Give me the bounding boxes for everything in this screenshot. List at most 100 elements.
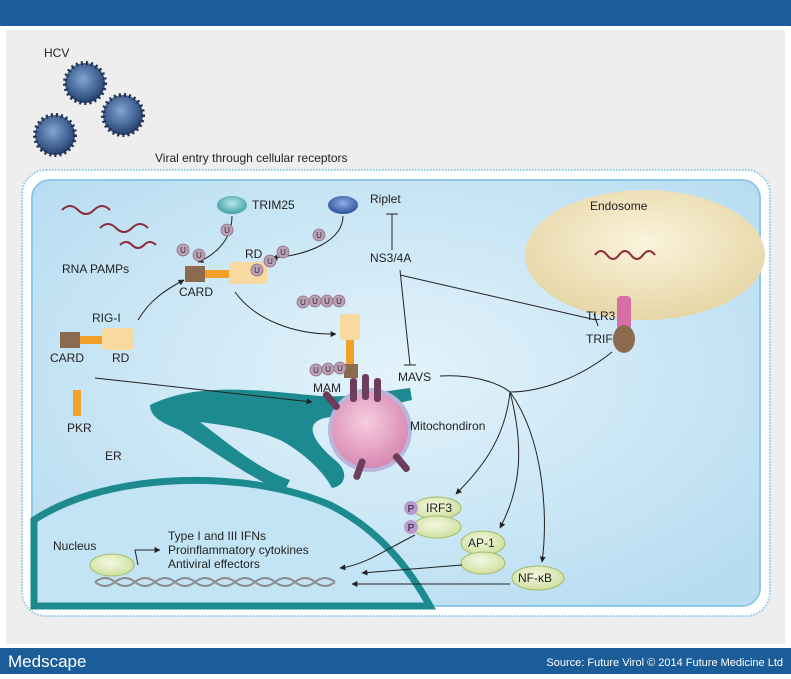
- nfkb-label: NF-κB: [518, 571, 552, 585]
- arrow-rig-i-activation: [137, 279, 185, 321]
- rd-top-label: RD: [245, 247, 263, 261]
- rig-i-label: RIG-I: [92, 311, 121, 325]
- ubiquitin-bead-label-5: U: [267, 257, 273, 266]
- endosomal-rna: [594, 250, 656, 260]
- rig-i-linker-active: [205, 270, 229, 278]
- trif-adaptor: [613, 325, 635, 353]
- ubiquitin-bead-2: [176, 243, 190, 257]
- promoter-complex: [89, 553, 135, 577]
- phospho-1: [404, 501, 418, 515]
- ubiquitin-bead-label-1: U: [224, 226, 230, 235]
- rna-pamps-label: RNA PAMPs: [62, 262, 129, 276]
- nfkb: [511, 565, 565, 591]
- ubiquitin-bead-label-2: U: [180, 246, 186, 255]
- pkr-kinase: [73, 390, 81, 416]
- mavs-protein-6: [392, 453, 410, 473]
- hcv-label: HCV: [44, 46, 69, 60]
- mavs-protein-3: [374, 378, 381, 402]
- mavs-protein-1: [350, 378, 357, 402]
- rig-i-linker-mavs: [346, 340, 354, 364]
- mam-label: MAM: [313, 381, 341, 395]
- nucleus: [30, 476, 436, 610]
- arrow-mavs-irf3: [455, 391, 511, 495]
- ubiquitin-bead-label-14: U: [337, 364, 343, 373]
- ubiquitin-bead-3: [192, 248, 206, 262]
- ubiquitin-bead-label-3: U: [196, 251, 202, 260]
- endosome-label: Endosome: [590, 199, 648, 213]
- arrow-ap1-nucleus: [361, 564, 463, 576]
- rig-i-linker-inactive: [80, 336, 102, 344]
- card-top-label: CARD: [179, 285, 213, 299]
- product-ifns: Type I and III IFNs: [168, 529, 266, 543]
- pkr-label: PKR: [67, 421, 92, 435]
- endosome: [525, 190, 765, 320]
- ap1-bottom: [460, 551, 506, 575]
- tlr3-label: TLR3: [586, 309, 616, 323]
- ubiquitin-bead-11: [332, 294, 346, 308]
- mavs-protein-4: [322, 391, 340, 411]
- riplet-label: Riplet: [370, 192, 401, 206]
- mavs-signal-line: [439, 375, 511, 393]
- inhibit-trif: [399, 274, 599, 327]
- ubiquitin-bead-label-13: U: [325, 365, 331, 374]
- ubiquitin-bead-5: [263, 254, 277, 268]
- ubiquitin-bead-6: [276, 245, 290, 259]
- ap1-label: AP-1: [468, 536, 495, 550]
- card-bottom-label: CARD: [50, 351, 84, 365]
- mavs-protein-2: [362, 374, 369, 400]
- inhibit-riplet: [386, 213, 398, 250]
- hcv-virion-1: [63, 61, 107, 105]
- ubiquitin-bead-14: [333, 361, 347, 375]
- arrow-rig-i-to-mavs: [234, 291, 337, 338]
- viral-entry-label: Viral entry through cellular receptors: [155, 151, 348, 165]
- riplet-enzyme: [328, 196, 358, 214]
- phospho-2-label: P: [408, 523, 415, 534]
- inhibit-mavs: [399, 269, 416, 366]
- ubiquitin-bead-4: [250, 263, 264, 277]
- hcv-virion-3: [33, 113, 77, 157]
- irf3-label: IRF3: [426, 501, 452, 515]
- arrow-mavs-nfkb: [509, 391, 546, 563]
- ubiquitin-bead-label-11: U: [336, 297, 342, 306]
- irf3-bottom: [412, 515, 462, 539]
- mitochondrion: [328, 388, 412, 472]
- trif-signal-line: [509, 351, 613, 393]
- footer-source: Source: Future Virol © 2014 Future Medic…: [546, 657, 783, 669]
- rig-i-card-mavs: [344, 364, 358, 378]
- ubiquitin-bead-1: [220, 223, 234, 237]
- nucleus-label: Nucleus: [53, 539, 96, 553]
- arrow-irf3-nucleus: [339, 534, 416, 571]
- rig-i-rd-mavs: [340, 314, 360, 340]
- rig-i-rd-inactive: [102, 328, 134, 350]
- rig-i-card-inactive: [60, 332, 80, 348]
- dna-helix: [94, 577, 336, 587]
- rna-pamps: [61, 205, 157, 249]
- rd-bottom-label: RD: [112, 351, 130, 365]
- arrow-mavs-ap1: [499, 391, 520, 529]
- ubiquitin-bead-label-9: U: [312, 297, 318, 306]
- product-cytokines: Proinflammatory cytokines: [168, 543, 309, 557]
- rig-i-card-active: [185, 266, 205, 282]
- tlr3-receptor: [617, 296, 631, 330]
- phospho-2: [404, 520, 418, 534]
- mitochondrion-label: Mitochondiron: [410, 419, 485, 433]
- mavs-label: MAVS: [398, 370, 431, 384]
- ubiquitin-bead-label-12: U: [313, 366, 319, 375]
- ubiquitin-bead-label-6: U: [280, 248, 286, 257]
- ubiquitin-bead-label-7: U: [316, 231, 322, 240]
- ubiquitin-bead-label-10: U: [324, 297, 330, 306]
- pathway-arrows: [94, 213, 613, 587]
- ubiquitin-bead-label-4: U: [254, 266, 260, 275]
- footer-bar: [0, 648, 791, 674]
- arrow-promoter: [134, 547, 161, 566]
- trim25-enzyme: [217, 196, 247, 214]
- ns3-4a-label: NS3/4A: [370, 251, 411, 265]
- footer-brand: Medscape: [8, 652, 86, 671]
- trim25-label: TRIM25: [252, 198, 295, 212]
- endoplasmic-reticulum: [150, 388, 412, 492]
- hcv-virion-2: [101, 93, 145, 137]
- trif-label: TRIF: [586, 332, 613, 346]
